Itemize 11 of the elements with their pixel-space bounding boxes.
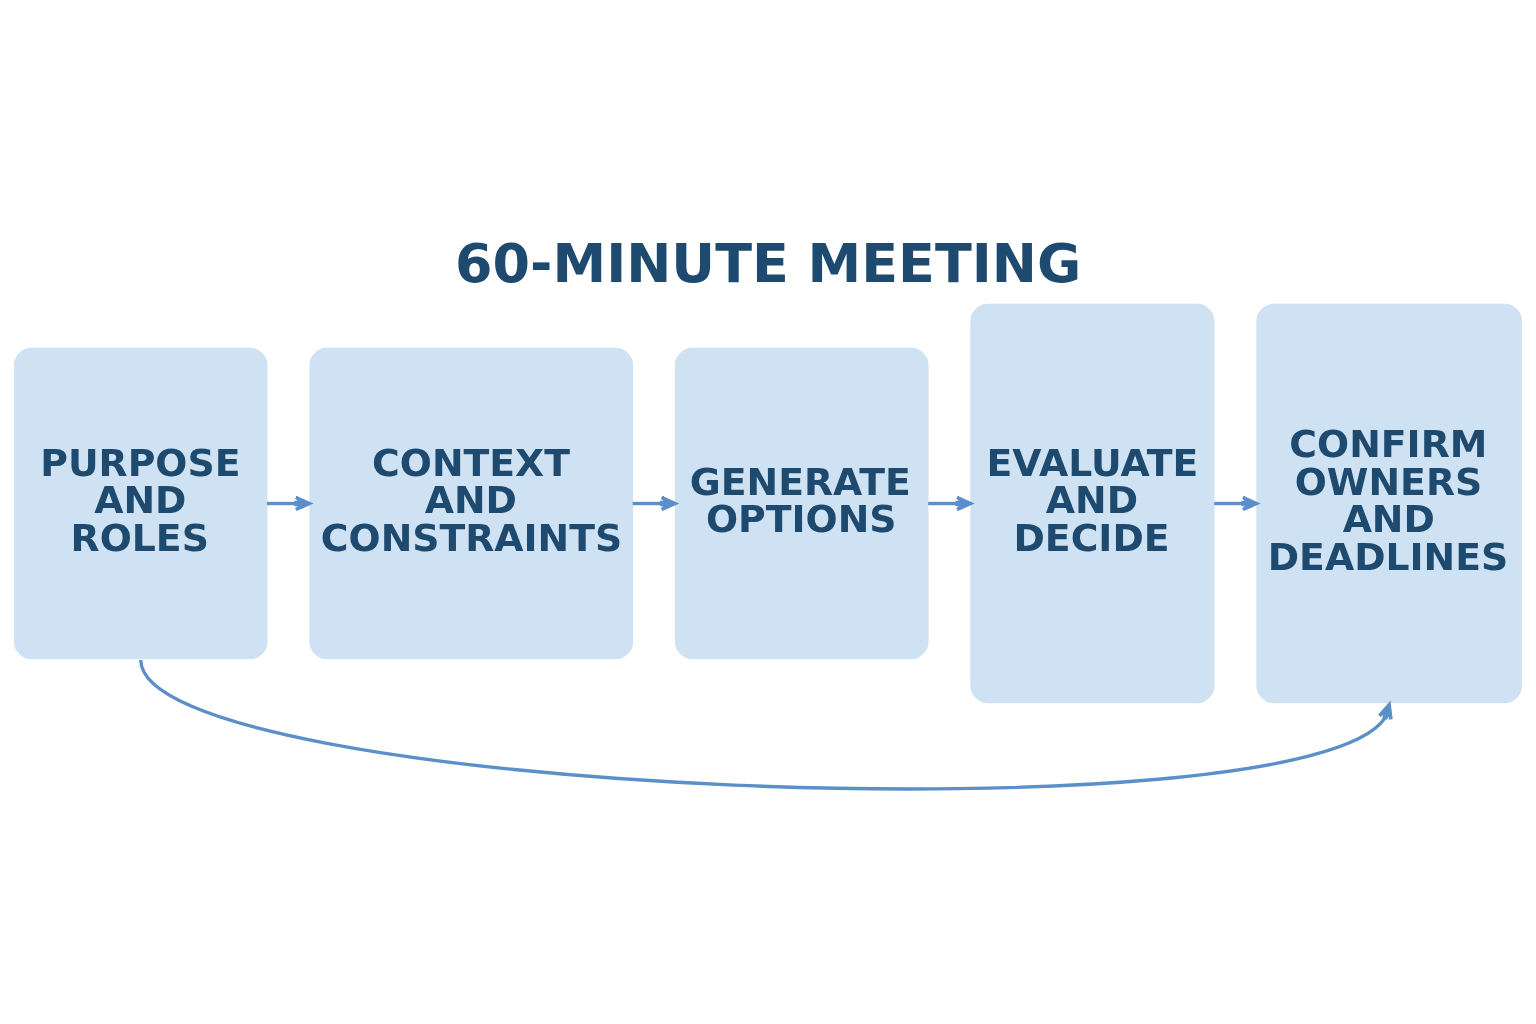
node-box: CONTEXT AND CONSTRAINTS	[309, 347, 634, 660]
arrow	[928, 495, 973, 512]
arrow	[139, 659, 1393, 791]
node-box: EVALUATE AND DECIDE	[970, 303, 1215, 704]
node-box: PURPOSE AND ROLES	[13, 347, 268, 660]
node-box: GENERATE OPTIONS	[674, 347, 929, 660]
arrow	[1214, 495, 1259, 512]
diagram-title: 60-MINUTE MEETING	[455, 231, 1082, 295]
node-box: CONFIRM OWNERS AND DEADLINES	[1256, 303, 1523, 704]
arrow	[266, 495, 312, 512]
arrow	[632, 495, 677, 512]
